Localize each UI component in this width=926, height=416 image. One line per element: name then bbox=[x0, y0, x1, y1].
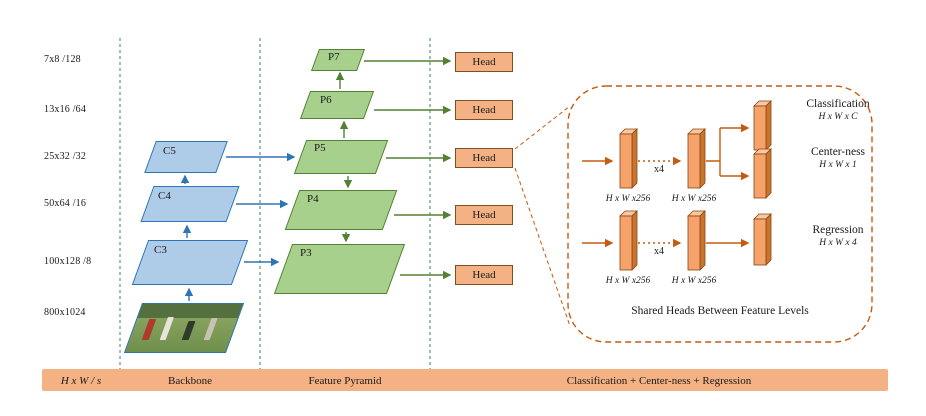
backbone-c5 bbox=[144, 141, 228, 173]
legend-backbone: Backbone bbox=[168, 375, 212, 387]
pyramid-p7-label: P7 bbox=[328, 51, 340, 63]
repeat-x4-label: x4 bbox=[654, 164, 664, 175]
head-box-p3: Head bbox=[455, 265, 513, 285]
photo-trees bbox=[137, 304, 243, 319]
backbone-c4 bbox=[140, 186, 240, 222]
scale-label-p4: 50x64 /16 bbox=[44, 198, 87, 209]
head-label: Head bbox=[472, 56, 496, 68]
classification-dim: H x W x C bbox=[818, 112, 858, 122]
conv-dim-label: H x W x256 bbox=[671, 194, 717, 204]
scale-label-p6: 13x16 /64 bbox=[44, 104, 87, 115]
backbone-c4-label: C4 bbox=[158, 190, 171, 202]
head-box-p7: Head bbox=[455, 52, 513, 72]
conv-dim-label: H x W x256 bbox=[671, 276, 717, 286]
centerness-label: Center-ness bbox=[810, 146, 866, 158]
legend-pyramid: Feature Pyramid bbox=[308, 375, 382, 387]
pyramid-p5-label: P5 bbox=[314, 142, 326, 154]
pyramid-p3 bbox=[273, 244, 406, 294]
backbone-c3 bbox=[131, 240, 249, 285]
backbone-c3-label: C3 bbox=[154, 244, 167, 256]
conv-slabs bbox=[619, 100, 772, 271]
pyramid-p6 bbox=[299, 91, 375, 119]
detail-arrows bbox=[582, 123, 750, 248]
legend-bar bbox=[42, 369, 888, 391]
regression-label: Regression bbox=[812, 224, 864, 236]
pyramid-p6-label: P6 bbox=[320, 94, 332, 106]
head-label: Head bbox=[472, 209, 496, 221]
head-box-p5: Head bbox=[455, 148, 513, 168]
head-label: Head bbox=[472, 104, 496, 116]
head-label: Head bbox=[472, 152, 496, 164]
input-image bbox=[123, 303, 245, 353]
legend-heads: Classification + Center-ness + Regressio… bbox=[566, 375, 752, 387]
scale-label-p7: 7x8 /128 bbox=[44, 54, 81, 65]
shared-heads-caption: Shared Heads Between Feature Levels bbox=[631, 305, 809, 317]
scale-label-p3: 100x128 /8 bbox=[44, 256, 92, 267]
pyramid-p5 bbox=[293, 140, 389, 174]
scale-label-input: 800x1024 bbox=[44, 307, 86, 318]
backbone-c5-label: C5 bbox=[163, 145, 176, 157]
head-box-p4: Head bbox=[455, 205, 513, 225]
callout-lines bbox=[514, 105, 571, 327]
shared-head-detail-box bbox=[567, 85, 873, 343]
scale-label-p5: 25x32 /32 bbox=[44, 151, 87, 162]
pyramid-p3-label: P3 bbox=[300, 247, 312, 259]
centerness-dim: H x W x 1 bbox=[819, 160, 857, 170]
head-box-p6: Head bbox=[455, 100, 513, 120]
repeat-x4-label: x4 bbox=[654, 246, 664, 257]
pyramid-p4-label: P4 bbox=[307, 193, 319, 205]
classification-label: Classification bbox=[806, 98, 870, 110]
legend-scale: H x W / s bbox=[60, 375, 102, 387]
pyramid-p4 bbox=[284, 190, 398, 230]
regression-dim: H x W x 4 bbox=[819, 238, 857, 248]
head-label: Head bbox=[472, 269, 496, 281]
